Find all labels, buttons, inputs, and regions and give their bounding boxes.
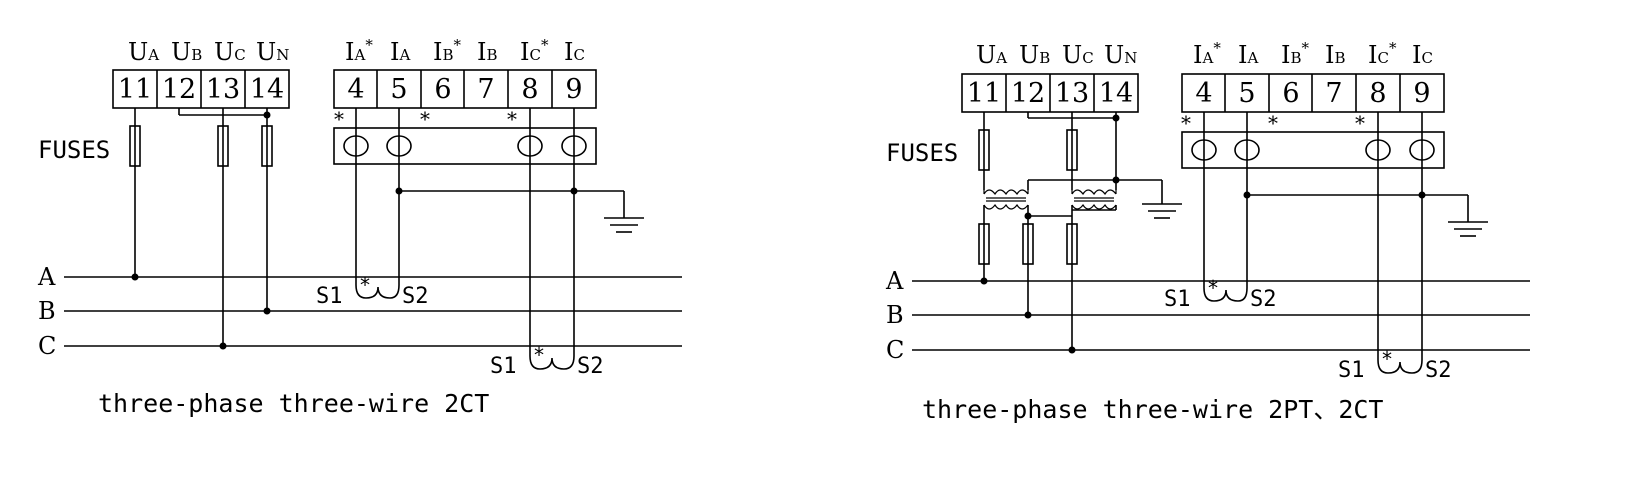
svg-text:*: * [1181, 111, 1191, 135]
left-caption: three-phase three-wire 2CT [98, 389, 489, 418]
left-voltage-terminal-block: 11 12 13 14 [112, 69, 290, 109]
right-label-ub: UB [1019, 41, 1050, 69]
left-polarity-marks: * * * [334, 107, 517, 131]
left-phase-b-label: B [38, 297, 56, 325]
left-label-ib: IB [477, 38, 498, 66]
svg-text:*: * [1207, 276, 1219, 300]
right-ct-coil-c: S1 * S2 [1338, 347, 1452, 383]
left-ct-coil-c: S1 * S2 [490, 343, 604, 379]
svg-text:S1: S1 [1164, 287, 1191, 312]
left-current-wiring [355, 108, 644, 356]
right-terminal-8: 8 [1369, 78, 1386, 109]
left-label-ia-star: IA* [345, 36, 373, 66]
right-label-ic-star: IC* [1368, 39, 1397, 69]
right-terminal-5: 5 [1238, 78, 1255, 109]
left-phase-lines: A B C [37, 263, 682, 360]
left-label-ic-star: IC* [520, 36, 549, 66]
right-terminal-9: 9 [1413, 78, 1430, 109]
left-label-ib-star: IB* [433, 36, 462, 66]
svg-text:*: * [507, 107, 517, 131]
svg-text:S2: S2 [577, 354, 604, 379]
left-phase-c-label: C [38, 332, 56, 360]
right-terminal-13: 13 [1055, 78, 1089, 109]
right-voltage-wiring [978, 112, 1182, 354]
left-terminal-7: 7 [477, 74, 494, 105]
right-pt-2 [1071, 189, 1117, 210]
right-phase-b-label: B [886, 301, 904, 329]
right-voltage-terminal-block: 11 12 13 14 [961, 73, 1139, 113]
right-current-terminal-block: 4 5 6 7 8 9 [1181, 73, 1445, 113]
right-ct-coil-a: S1 * S2 [1164, 276, 1277, 312]
right-polarity-marks: * * * [1181, 111, 1365, 135]
svg-text:S2: S2 [1425, 358, 1452, 383]
right-label-ic: IC [1412, 41, 1433, 69]
left-current-labels: IA* IA IB* IB IC* IC [345, 36, 585, 66]
right-current-wiring [1203, 112, 1488, 360]
svg-text:S2: S2 [402, 284, 429, 309]
left-terminal-12: 12 [162, 74, 196, 105]
right-fuses-label: FUSES [886, 139, 958, 167]
left-label-un: UN [256, 38, 289, 66]
left-terminal-9: 9 [565, 74, 582, 105]
left-label-ua: UA [128, 38, 159, 66]
left-label-ub: UB [171, 38, 202, 66]
left-label-uc: UC [214, 38, 246, 66]
left-phase-a-label: A [37, 263, 56, 291]
right-label-ib-star: IB* [1281, 39, 1310, 69]
svg-text:*: * [1355, 111, 1365, 135]
svg-text:*: * [420, 107, 430, 131]
left-wiring-diagram: UA UB UC UN IA* IA IB* IB IC* IC 11 12 1… [37, 36, 682, 418]
left-ct-window [333, 127, 597, 165]
left-terminal-11: 11 [118, 74, 152, 105]
right-voltage-labels: UA UB UC UN [976, 41, 1137, 69]
left-label-ia: IA [390, 38, 410, 66]
left-terminal-4: 4 [347, 74, 364, 105]
left-label-ic: IC [564, 38, 585, 66]
right-ct-window [1181, 131, 1445, 169]
right-terminal-7: 7 [1325, 78, 1342, 109]
right-pt-1 [983, 189, 1029, 210]
svg-text:*: * [533, 343, 545, 367]
svg-text:S2: S2 [1250, 287, 1277, 312]
right-label-un: UN [1104, 41, 1137, 69]
svg-text:*: * [334, 107, 344, 131]
left-terminal-14: 14 [250, 74, 284, 105]
right-phase-lines: A B C [885, 267, 1530, 364]
left-ct-coil-a: S1 * S2 [316, 273, 429, 309]
left-voltage-wiring [129, 108, 273, 350]
left-terminal-6: 6 [434, 74, 451, 105]
left-fuses-label: FUSES [38, 136, 110, 164]
left-terminal-5: 5 [390, 74, 407, 105]
right-terminal-12: 12 [1011, 78, 1045, 109]
left-terminal-13: 13 [206, 74, 240, 105]
left-current-terminal-block: 4 5 6 7 8 9 [333, 69, 597, 109]
svg-text:S1: S1 [490, 354, 517, 379]
right-terminal-14: 14 [1099, 78, 1133, 109]
svg-text:*: * [359, 273, 371, 297]
right-label-ia-star: IA* [1193, 39, 1221, 69]
right-terminal-4: 4 [1195, 78, 1212, 109]
right-caption: three-phase three-wire 2PT、2CT [922, 395, 1384, 424]
left-terminal-8: 8 [521, 74, 538, 105]
svg-text:S1: S1 [1338, 358, 1365, 383]
right-terminal-11: 11 [967, 78, 1001, 109]
right-label-ia: IA [1238, 41, 1258, 69]
right-phase-c-label: C [886, 336, 904, 364]
right-label-ib: IB [1325, 41, 1346, 69]
svg-text:*: * [1381, 347, 1393, 371]
right-terminal-6: 6 [1282, 78, 1299, 109]
right-phase-a-label: A [885, 267, 904, 295]
right-label-ua: UA [976, 41, 1007, 69]
right-wiring-diagram: UA UB UC UN IA* IA IB* IB IC* IC 11 12 1… [885, 39, 1530, 424]
right-current-labels: IA* IA IB* IB IC* IC [1193, 39, 1433, 69]
svg-text:*: * [1268, 111, 1278, 135]
svg-text:S1: S1 [316, 284, 343, 309]
left-voltage-labels: UA UB UC UN [128, 38, 289, 66]
right-label-uc: UC [1062, 41, 1094, 69]
